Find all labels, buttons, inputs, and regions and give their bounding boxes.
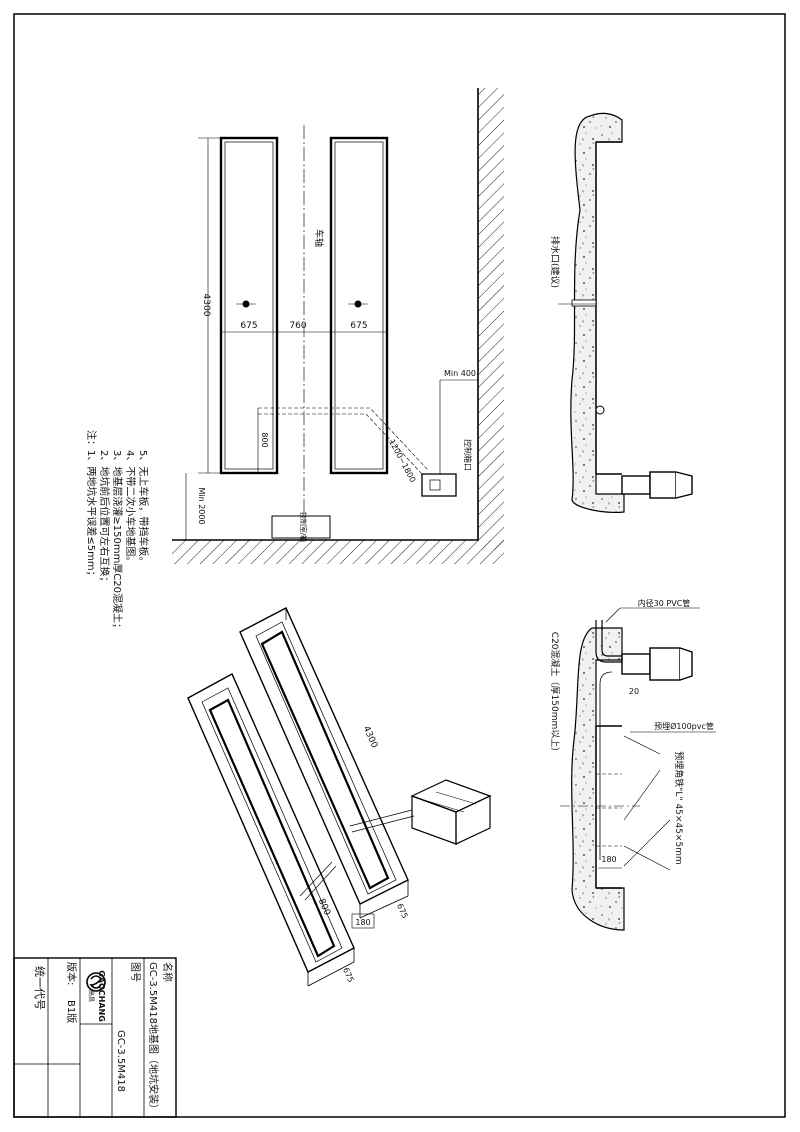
notes-block: 注： 1、两地坑水平误差≤5mm； 2、地坑前后位置可左右互换； 3、地基层浇灌… bbox=[85, 430, 150, 633]
label-control-room: 控制室/箱 bbox=[299, 512, 308, 542]
control-box bbox=[421, 473, 457, 497]
control-room bbox=[271, 515, 331, 539]
note-3: 3、地基层浇灌≥150mm厚C20混凝土； bbox=[111, 450, 124, 633]
pit-right bbox=[329, 136, 389, 475]
pit-left bbox=[219, 136, 279, 475]
label-pvc100: 预埋Ø100pvc管 bbox=[654, 721, 714, 731]
tb-version-value: B1版 bbox=[65, 1000, 78, 1023]
notes-title: 注： bbox=[85, 430, 98, 450]
title-block: 名称 GC-3.5M418地基图（地坑安装） 图号 GC-3.5M418 版本:… bbox=[13, 957, 177, 1118]
note-5: 5、无上车板，带挡车板。 bbox=[137, 450, 150, 566]
logo-text-en: GAOCHANG bbox=[97, 970, 106, 1022]
plan-view: 675 760 675 4300 Min 2000 800 1200~1800 … bbox=[172, 88, 504, 564]
tb-unified-code-label: 统一代号 bbox=[33, 966, 46, 1010]
company-logo: 高昌 GAOCHANG bbox=[86, 970, 106, 1022]
tb-drawing-no-value: GC-3.5M418 bbox=[115, 1030, 126, 1092]
label-axle: 车轴 bbox=[313, 229, 325, 247]
label-180-section: 180 bbox=[601, 855, 616, 864]
dim-800: 800 bbox=[260, 432, 269, 447]
label-drain: 排水口(建议) bbox=[549, 236, 561, 288]
tb-name-label: 名称 bbox=[161, 962, 174, 982]
label-control-box: 控制箱口 bbox=[463, 439, 473, 471]
label-pvc30: 内径30 PVC管 bbox=[638, 598, 691, 608]
label-angle-steel: 预埋角铁"L" 45×45×5mm bbox=[673, 751, 685, 864]
section-top: 排水口(建议) bbox=[549, 112, 693, 513]
dim-min-2000: Min 2000 bbox=[197, 487, 206, 524]
note-2: 2、地坑前后位置可左右互换； bbox=[98, 450, 111, 586]
label-c20: C20混凝土（厚150mm以上） bbox=[549, 632, 561, 756]
tb-version-label: 版本: bbox=[65, 962, 78, 985]
dim-675-right: 675 bbox=[350, 321, 367, 331]
note-1: 1、两地坑水平误差≤5mm； bbox=[85, 450, 98, 581]
iso-dim-180: 180 bbox=[355, 918, 370, 927]
dim-760: 760 bbox=[289, 321, 306, 331]
logo-text-cn: 高昌 bbox=[87, 990, 95, 1002]
section-bottom: 内径30 PVC管 C20混凝土（厚150mm以上） 20 预埋Ø100pvc管… bbox=[549, 598, 716, 931]
drawing-frame bbox=[13, 13, 786, 1118]
tb-drawing-no-label: 图号 bbox=[129, 962, 141, 982]
note-4: 4、不带二次小车地基图。 bbox=[124, 450, 137, 566]
logo-mark-icon bbox=[86, 972, 106, 992]
dim-4300: 4300 bbox=[201, 294, 211, 317]
label-20: 20 bbox=[629, 687, 639, 696]
dim-min-400: Min 400 bbox=[444, 369, 476, 378]
dim-675-left: 675 bbox=[240, 321, 257, 331]
tb-name-value: GC-3.5M418地基图（地坑安装） bbox=[147, 962, 160, 1114]
